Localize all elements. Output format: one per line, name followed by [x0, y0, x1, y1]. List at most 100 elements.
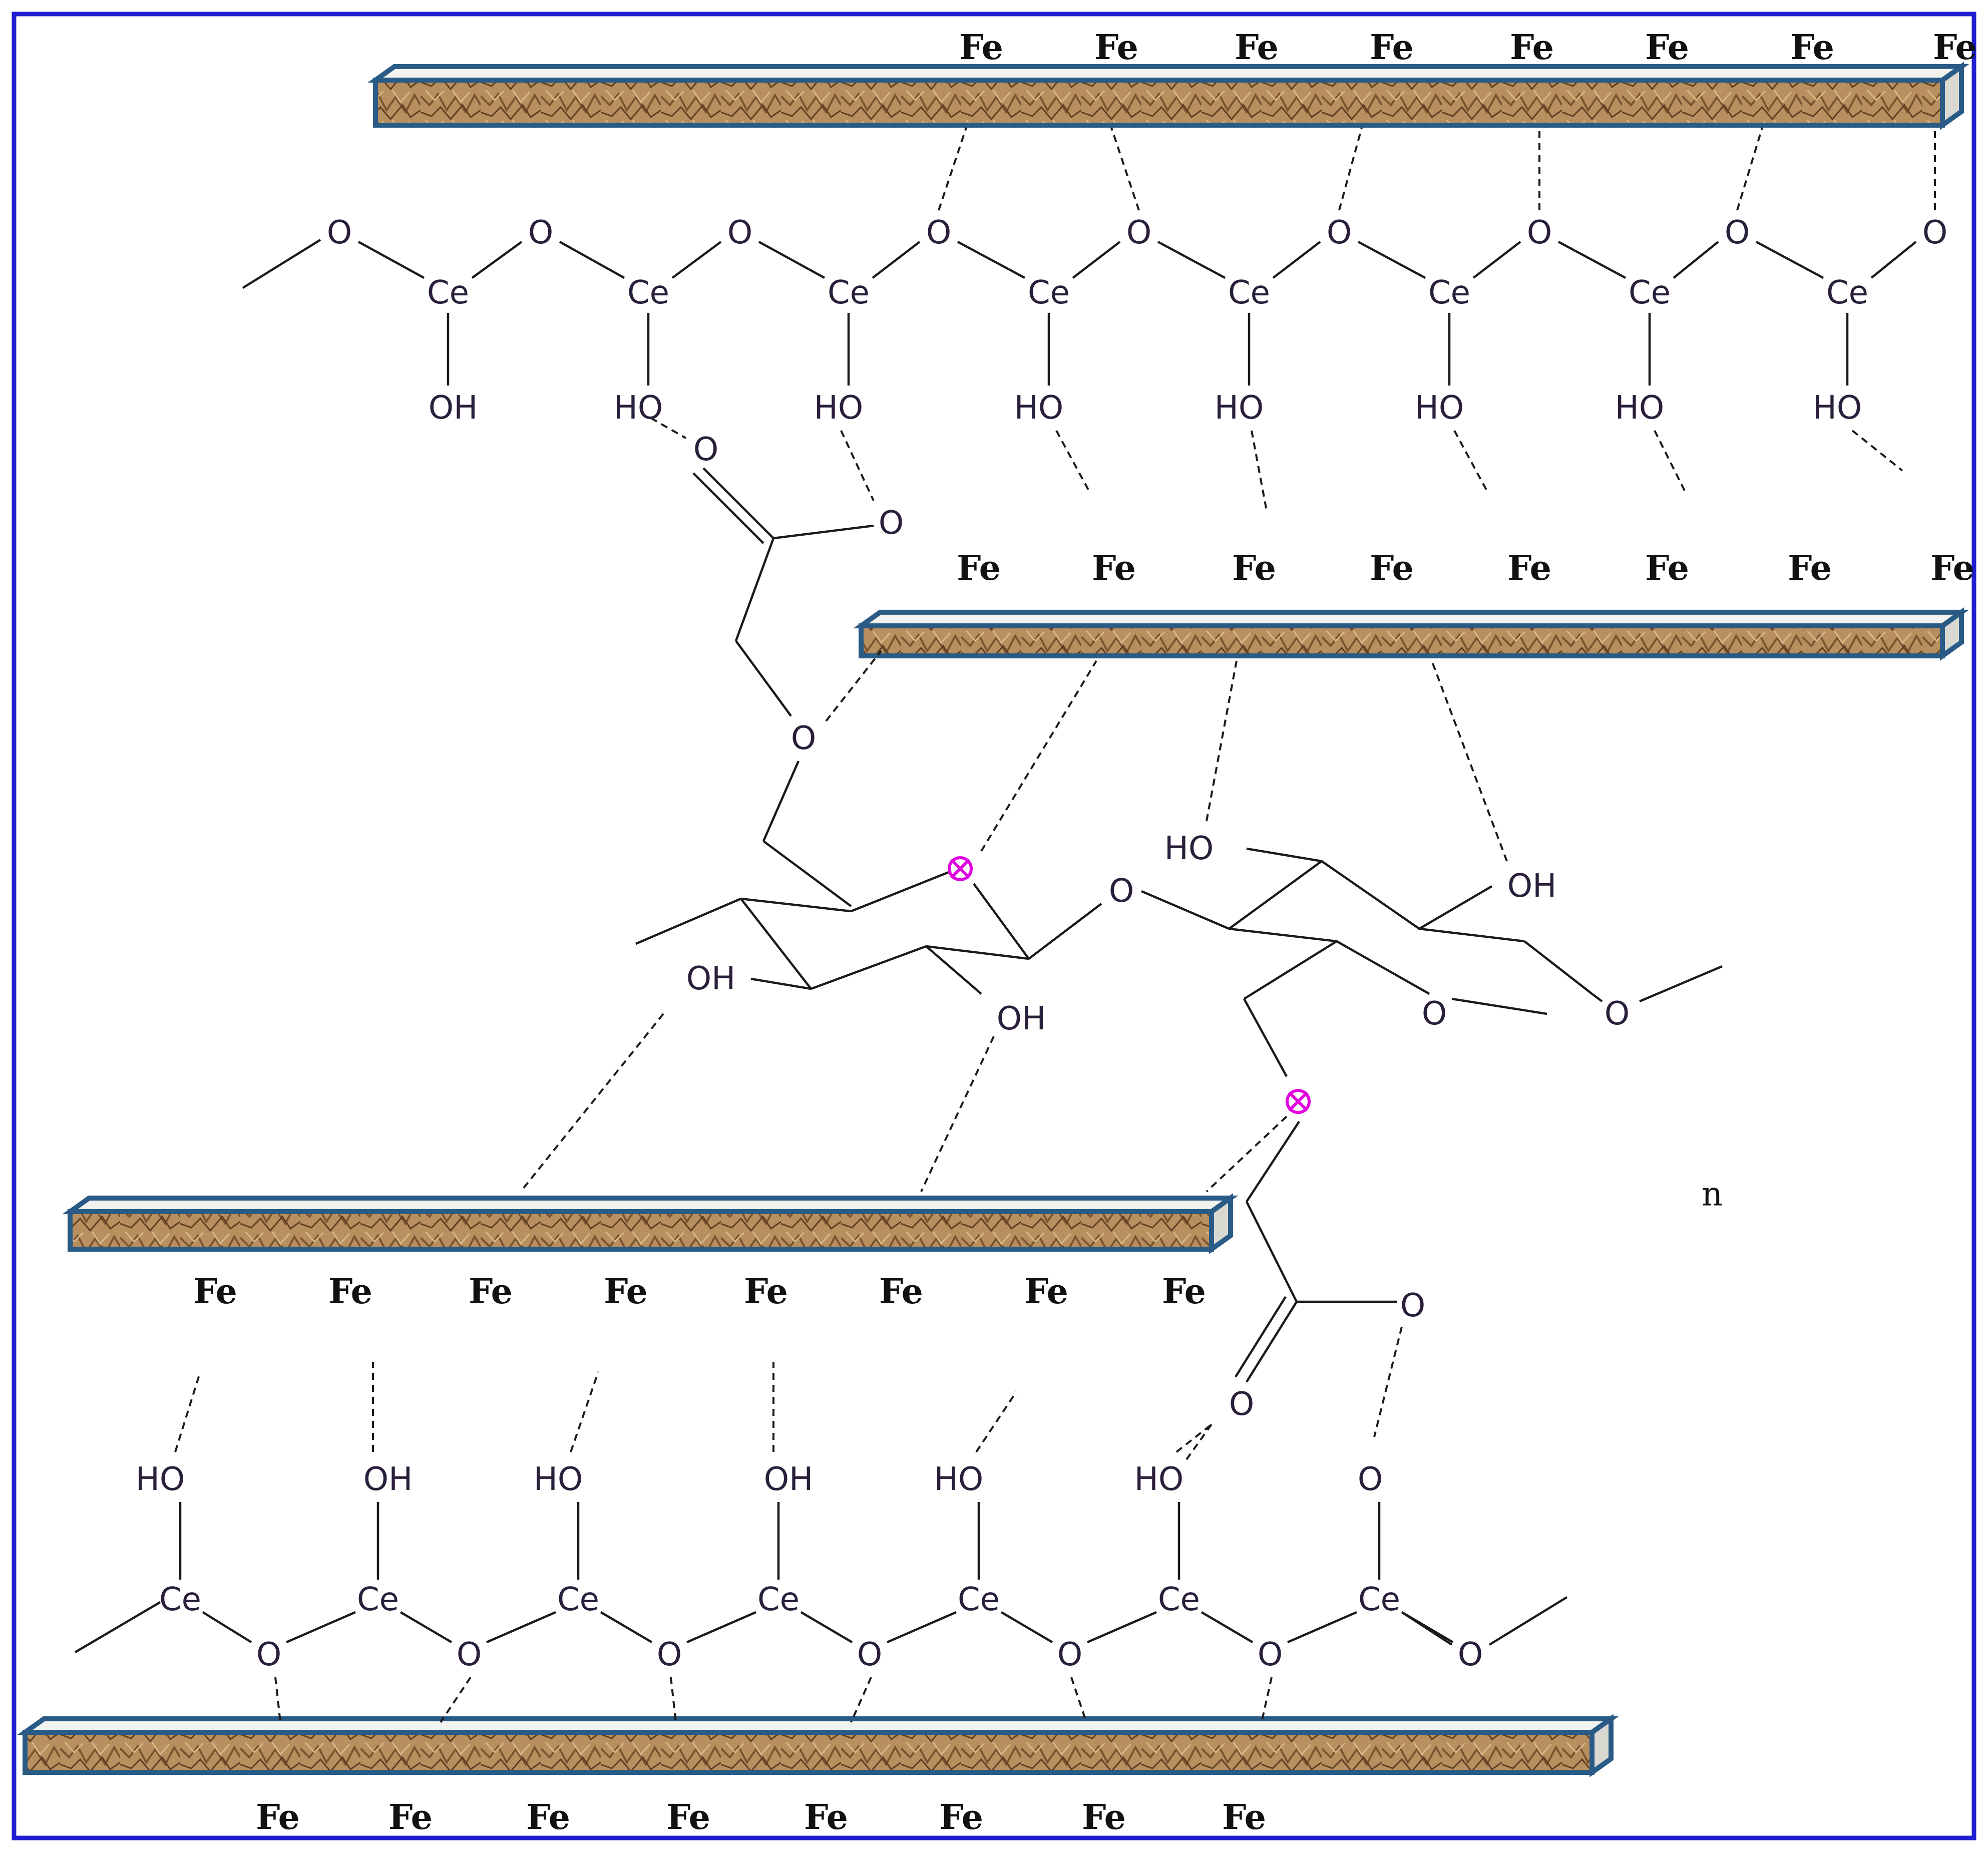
plate-bottom-fe-1: Fe [256, 1797, 300, 1837]
top-chain-plate-dash-2 [1110, 127, 1140, 211]
ring1-bond [740, 898, 812, 990]
ce-o-bond [400, 1611, 453, 1643]
plate-top-fe-5: Fe [1510, 28, 1554, 68]
o-ce-bond [286, 1611, 356, 1644]
top-chain-o-6: O [1327, 214, 1352, 251]
o-ce-bond [559, 241, 625, 279]
ce-o-bond [1072, 241, 1121, 279]
bottom-chain-plate-dash-4 [850, 1677, 872, 1723]
bottom-chain-oh-dash-5 [975, 1391, 1017, 1453]
ring2-ch2-bond [1243, 940, 1338, 1000]
ring2-bond [1321, 860, 1420, 930]
ring2-ho-bond [1246, 847, 1322, 863]
bottom-chain-plate-dash-6 [1261, 1677, 1273, 1723]
ring1-oh-plate-dash-2 [920, 1036, 995, 1192]
plate-end-face [1940, 62, 1964, 130]
top-chain-oh-dash-5 [1851, 430, 1903, 472]
ce-o-bond [671, 241, 722, 279]
top-chain-plate-dash-3 [1338, 127, 1363, 211]
ch2-ring-bond [762, 840, 852, 907]
top-chain-o-9: O [1922, 214, 1947, 251]
ring2-ring-o: O [1422, 995, 1447, 1032]
bottom-chain-plate-dash-5 [1070, 1677, 1087, 1723]
ether-ch2-bond [762, 761, 800, 842]
bottom-chain-hydroxyl-1: HO [136, 1461, 185, 1498]
top-chain-oh-1: OH [429, 390, 478, 427]
ring1-oh2-bond [925, 945, 982, 995]
o-ce-bond [357, 241, 425, 279]
crossed-atom-marker-1 [948, 856, 973, 881]
plate-bottom-fe-4: Fe [666, 1797, 710, 1837]
top-chain-o-8: O [1725, 214, 1750, 251]
top-chain-plate-dash-5 [1736, 127, 1763, 211]
plate-lower-fe-8: Fe [1162, 1272, 1206, 1312]
ring2-exo-o: O [1605, 995, 1630, 1032]
bottom-chain-hydroxyl-5: HO [934, 1461, 984, 1498]
plate-lower-fe-2: Fe [328, 1272, 372, 1312]
ring1-bond [811, 945, 927, 990]
ce-o-end-bond [1401, 1611, 1453, 1646]
bottom-chain-plate-dash-1 [274, 1677, 281, 1723]
plate-bottom-fe-2: Fe [388, 1797, 433, 1837]
bottom-chain-plate-dash-3 [670, 1677, 677, 1723]
ring1-bond [973, 883, 1030, 960]
ring2-oh: OH [1507, 868, 1557, 905]
crossed-atom-marker-2 [1286, 1089, 1311, 1114]
ring2-bond [1451, 997, 1547, 1015]
bottom-chain-hydroxyl-4: OH [764, 1461, 814, 1498]
bottom-chain-hydroxyl-2: OH [363, 1461, 413, 1498]
bottom-chain-o-end: O [1458, 1636, 1483, 1673]
plate-bottom-fe-6: Fe [939, 1797, 983, 1837]
bottom-chain-oh-dash-6 [1175, 1423, 1213, 1453]
o-ce-bond [1087, 1611, 1157, 1644]
ring2-end-bond [1639, 965, 1723, 1003]
plate-middle-fe-6: Fe [1645, 548, 1689, 588]
plate-bottom [17, 1714, 1619, 1777]
lower-ch2-bond-1 [1246, 1121, 1300, 1203]
o-ce-bond [1157, 241, 1226, 279]
bottom-chain-o-3: O [657, 1636, 682, 1673]
carboxyl-ester-o-upper: O [879, 505, 904, 542]
plate-middle-fe-5: Fe [1507, 548, 1551, 588]
plate-lower [62, 1193, 1239, 1254]
ether-plate-dash [825, 650, 882, 722]
top-chain-oh-dash-1 [1055, 430, 1090, 491]
o-ce-bond [758, 241, 826, 279]
top-chain-o-2: O [528, 214, 553, 251]
plate-middle-fe-3: Fe [1232, 548, 1276, 588]
top-chain-o-1: O [327, 214, 352, 251]
ring2-ho-plate-dash [1206, 660, 1238, 822]
plate-bottom-fe-3: Fe [526, 1797, 570, 1837]
plate-bottom-fe-8: Fe [1222, 1797, 1266, 1837]
ring1-c-bond [635, 897, 741, 945]
repeat-unit-label: n [1702, 1175, 1723, 1214]
ring2-oh-plate-dash [1431, 660, 1508, 862]
bottom-chain-ce-1: Ce [159, 1581, 201, 1618]
ring2-bond [1336, 940, 1430, 995]
ce-o-bond [1472, 241, 1521, 279]
top-chain-ho-7: HO [1615, 390, 1665, 427]
ring2-ho: HO [1164, 830, 1214, 867]
lower-carbonyl-bond-2 [1235, 1296, 1287, 1378]
plate-top-fe-2: Fe [1094, 28, 1138, 68]
ring1-bond [926, 945, 1029, 960]
bonds-layer [74, 239, 1917, 1653]
ce-o-bond [872, 241, 921, 279]
ho-carbonyl-dash [650, 417, 686, 439]
top-chain-ce-2: Ce [627, 274, 669, 311]
bottom-chain-oh-dash-3 [570, 1371, 599, 1452]
lower-ester-dash [1373, 1326, 1403, 1437]
top-chain-ce-5: Ce [1228, 274, 1270, 311]
bottom-chain-o-2: O [457, 1636, 482, 1673]
bottom-chain-ce-4: Ce [757, 1581, 800, 1618]
plate-top-fe-1: Fe [959, 28, 1003, 68]
ether-lower-plate-dash [1206, 1116, 1288, 1193]
plate-lower-fe-5: Fe [744, 1272, 788, 1312]
ce-o-bond [471, 241, 523, 279]
plate-middle [853, 607, 1969, 661]
ring1-plate-dash [980, 660, 1097, 852]
bottom-chain-o-5: O [1057, 1636, 1082, 1673]
plate-middle-fe-7: Fe [1788, 548, 1832, 588]
ring1-bond [851, 870, 952, 913]
